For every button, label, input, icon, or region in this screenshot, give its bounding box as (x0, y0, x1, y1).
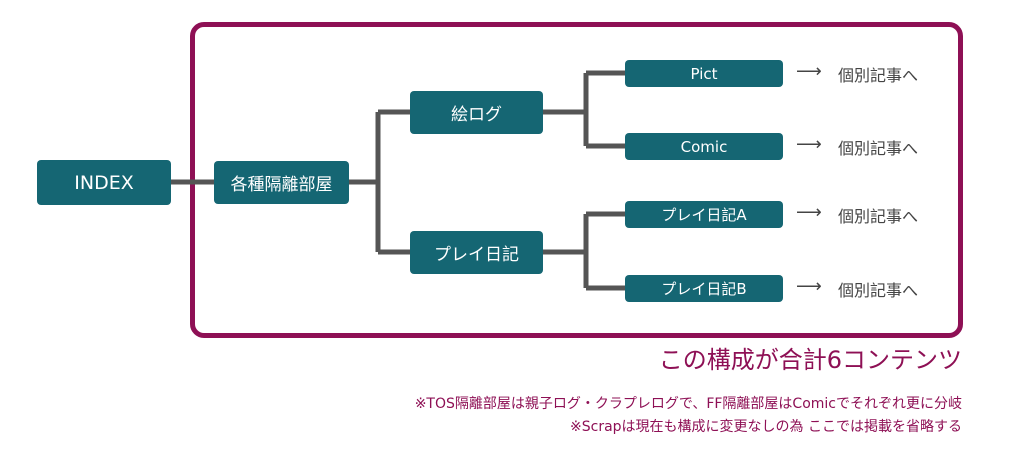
footnote-2: ※Scrapは現在も構成に変更なしの為 ここでは掲載を省略する (570, 419, 962, 435)
arrow-right-icon: ⟶ (796, 276, 822, 297)
node-index: INDEX (37, 160, 171, 205)
footnote-1: ※TOS隔離部屋は親子ログ・クラプレログで、FF隔離部屋はComicでそれぞれ更… (414, 396, 962, 412)
leaf-note-diary-a: 個別記事へ (838, 207, 919, 226)
leaf-note-pict: 個別記事へ (838, 66, 919, 85)
arrow-right-icon: ⟶ (796, 61, 822, 82)
node-drawing-log: 絵ログ (410, 91, 543, 134)
arrow-right-icon: ⟶ (796, 134, 822, 155)
node-comic: Comic (625, 133, 783, 160)
node-play-diary: プレイ日記 (410, 231, 543, 274)
node-isolation-rooms: 各種隔離部屋 (214, 161, 349, 204)
node-play-diary-b: プレイ日記B (625, 275, 783, 302)
arrow-right-icon: ⟶ (796, 202, 822, 223)
leaf-note-comic: 個別記事へ (838, 139, 919, 158)
node-pict: Pict (625, 60, 783, 87)
node-play-diary-a: プレイ日記A (625, 201, 783, 228)
leaf-note-diary-b: 個別記事へ (838, 281, 919, 300)
content-count-summary: この構成が合計6コンテンツ (658, 346, 962, 374)
